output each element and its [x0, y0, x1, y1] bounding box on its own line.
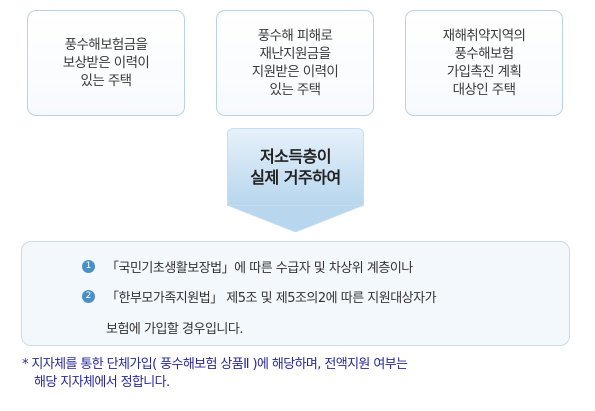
criteria-number-1-badge: 1	[82, 260, 95, 273]
eligibility-box-1-line-3: 있는 주택	[80, 73, 133, 89]
criteria-item-2-text-line-2: 보험에 가입할 경우입니다.	[106, 322, 243, 337]
footnote: * 지자체를 통한 단체가입( 풍수해보험 상품Ⅱ )에 해당하며, 전액지원 …	[22, 356, 408, 392]
eligibility-box-3-line-3: 가입촉진 계획	[446, 64, 522, 80]
condition-line-2: 실제 거주하여	[250, 168, 341, 187]
eligibility-box-1: 풍수해보험금을 보상받은 이력이 있는 주택	[27, 10, 185, 116]
eligibility-box-2: 풍수해 피해로 재난지원금을 지원받은 이력이 있는 주택	[216, 10, 374, 116]
eligibility-box-3-line-4: 대상인 주택	[452, 82, 516, 98]
eligibility-box-2-line-3: 지원받은 이력이	[251, 64, 339, 80]
footnote-line-2: 해당 지자체에서 정합니다.	[34, 375, 170, 390]
eligibility-box-1-line-2: 보상받은 이력이	[62, 55, 150, 71]
condition-line-1: 저소득층이	[259, 147, 332, 166]
footnote-line-1: * 지자체를 통한 단체가입( 풍수해보험 상품Ⅱ )에 해당하며, 전액지원 …	[22, 357, 408, 372]
eligibility-box-1-line-1: 풍수해보험금을	[64, 37, 148, 53]
eligibility-box-3: 재해취약지역의 풍수해보험 가입촉진 계획 대상인 주택	[405, 10, 563, 116]
criteria-item-1-text: 「국민기초생활보장법」에 따른 수급자 및 차상위 계층이나	[106, 261, 413, 276]
criteria-box: 1 「국민기초생활보장법」에 따른 수급자 및 차상위 계층이나 2 「한부모가…	[21, 241, 570, 346]
eligibility-box-3-line-2: 풍수해보험	[454, 46, 514, 62]
eligibility-box-2-line-2: 재난지원금을	[259, 46, 332, 62]
condition-arrow: 저소득층이 실제 거주하여	[227, 128, 364, 206]
eligibility-box-2-line-4: 있는 주택	[269, 82, 322, 98]
eligibility-box-3-line-1: 재해취약지역의	[442, 28, 526, 44]
eligibility-box-2-line-1: 풍수해 피해로	[257, 28, 333, 44]
criteria-number-2-badge: 2	[82, 290, 95, 303]
criteria-item-2-text-line-1: 「한부모가족지원법」 제5조 및 제5조의2에 따른 지원대상자가	[106, 291, 437, 306]
down-arrow-icon	[227, 205, 364, 232]
